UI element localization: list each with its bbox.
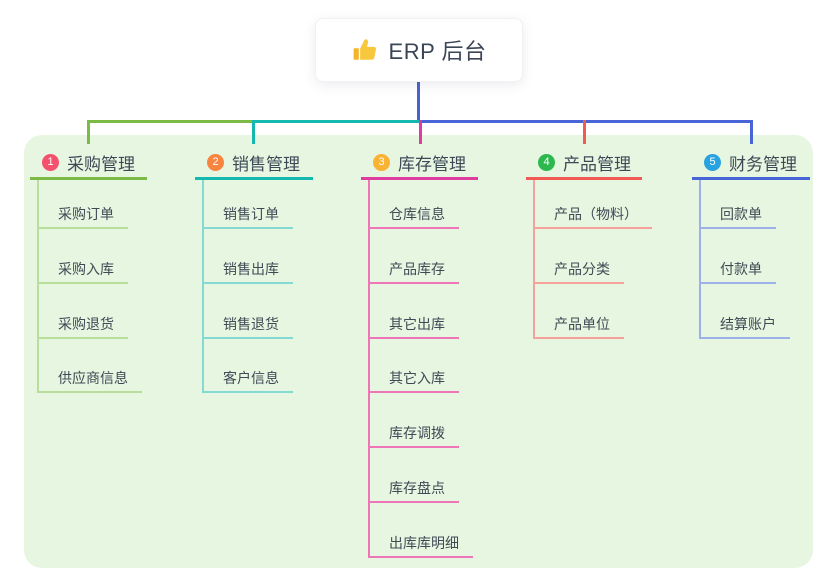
branch-header-5[interactable]: 5 财务管理 (692, 147, 810, 180)
root-node[interactable]: ERP 后台 (315, 18, 523, 82)
branch-drop-4 (582, 120, 586, 144)
branch-number-badge: 3 (373, 153, 390, 171)
branch-drop-3 (418, 120, 422, 144)
child-node[interactable]: 库存调拨 (368, 420, 459, 448)
child-node[interactable]: 采购入库 (37, 256, 128, 284)
children-connector-line (37, 180, 39, 394)
child-node[interactable]: 产品库存 (368, 256, 459, 284)
bus-segment-2 (252, 120, 421, 123)
children-connector-line (368, 180, 370, 558)
child-node[interactable]: 采购订单 (37, 201, 128, 229)
branch-drop-2 (251, 120, 255, 144)
branches-panel (24, 135, 813, 568)
child-node[interactable]: 仓库信息 (368, 201, 459, 229)
branch-number-badge: 1 (42, 153, 59, 171)
child-node[interactable]: 销售出库 (202, 256, 293, 284)
branch-number-badge: 2 (207, 153, 224, 171)
bus-segment-3 (419, 120, 752, 123)
child-node[interactable]: 库存盘点 (368, 475, 459, 503)
branch-label: 库存管理 (398, 154, 466, 174)
branch-header-2[interactable]: 2 销售管理 (195, 147, 313, 180)
bus-segment-1 (87, 120, 254, 123)
branch-header-4[interactable]: 4 产品管理 (526, 147, 642, 180)
children-connector-line (202, 180, 204, 394)
child-node[interactable]: 出库库明细 (368, 530, 473, 558)
children-connector-line (533, 180, 535, 339)
child-node[interactable]: 其它入库 (368, 365, 459, 393)
root-node-label: ERP 后台 (388, 39, 487, 64)
child-node[interactable]: 结算账户 (699, 311, 790, 339)
child-node[interactable]: 销售订单 (202, 201, 293, 229)
branch-number-badge: 5 (704, 153, 721, 171)
branch-header-3[interactable]: 3 库存管理 (361, 147, 478, 180)
branch-label: 财务管理 (729, 154, 797, 174)
branch-label: 销售管理 (232, 154, 300, 174)
child-node[interactable]: 采购退货 (37, 311, 128, 339)
child-node[interactable]: 产品单位 (533, 311, 624, 339)
child-node[interactable]: 其它出库 (368, 311, 459, 339)
child-node[interactable]: 回款单 (699, 201, 776, 229)
branch-label: 采购管理 (67, 154, 135, 174)
branch-drop-5 (749, 120, 753, 144)
branch-number-badge: 4 (538, 153, 555, 171)
root-connector-line (417, 82, 420, 121)
branch-header-1[interactable]: 1 采购管理 (30, 147, 147, 180)
child-node[interactable]: 销售退货 (202, 311, 293, 339)
children-connector-line (699, 180, 701, 339)
branch-drop-1 (86, 120, 90, 144)
child-node[interactable]: 客户信息 (202, 365, 293, 393)
thumbs-up-icon (352, 37, 378, 63)
child-node[interactable]: 供应商信息 (37, 365, 142, 393)
child-node[interactable]: 产品分类 (533, 256, 624, 284)
child-node[interactable]: 付款单 (699, 256, 776, 284)
branch-label: 产品管理 (563, 154, 631, 174)
child-node[interactable]: 产品（物料） (533, 201, 652, 229)
